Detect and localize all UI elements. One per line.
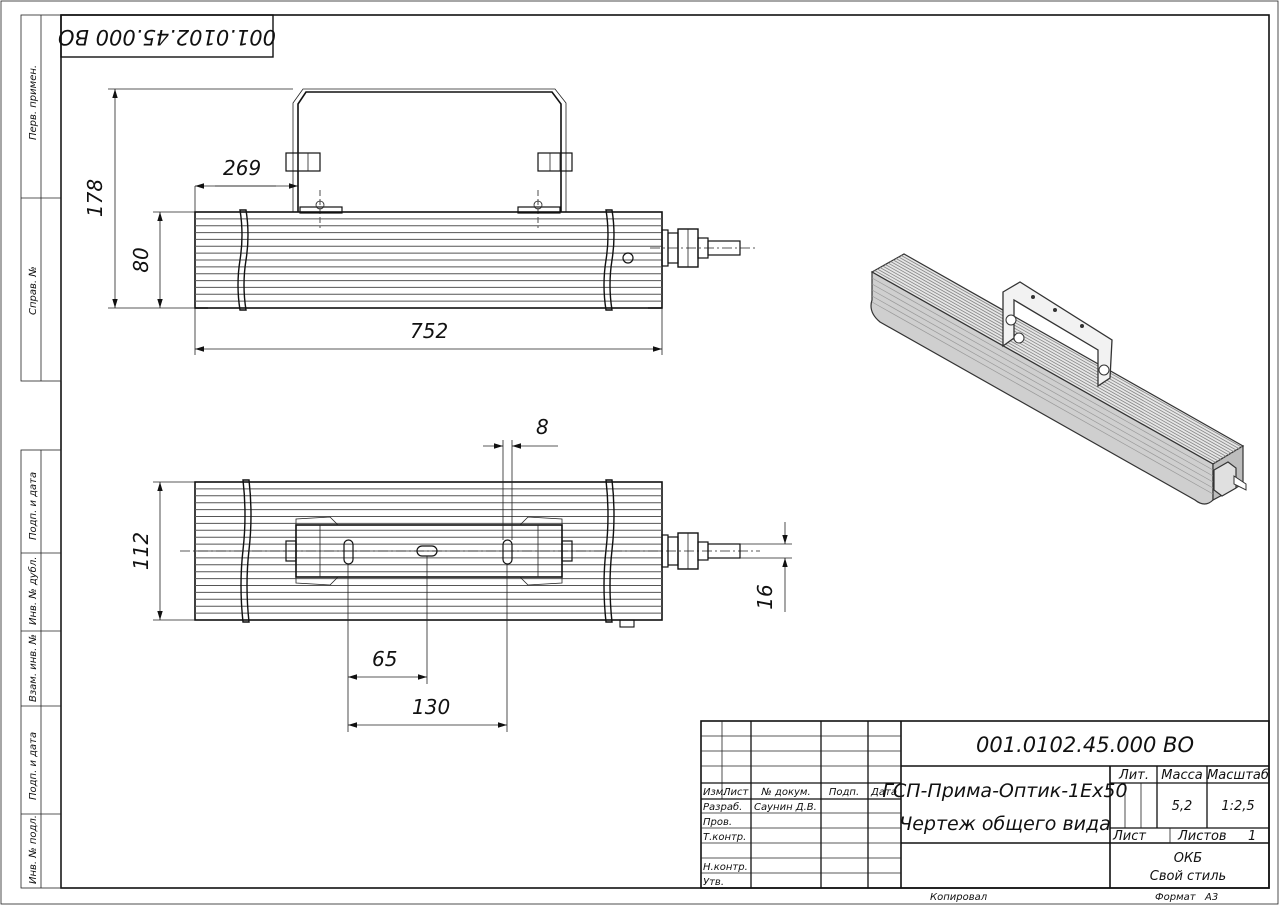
tb-scale: 1:2,5 (1221, 799, 1254, 814)
inner-frame (60, 14, 1270, 889)
iso-rib-line (898, 256, 1240, 450)
tb-org-line1: ОКБ (1174, 851, 1202, 866)
format-value: А3 (1204, 892, 1218, 903)
tb-org-line2: Свой стиль (1150, 869, 1226, 884)
side-label-perv: Перв. примен. (28, 65, 39, 140)
cable-gland-plan (661, 532, 741, 570)
iso-rib-line (871, 295, 1214, 489)
cable-gland-top (650, 228, 755, 268)
iso-rib-line (877, 268, 1219, 462)
side-label-inv-dubl: Инв. № дубл. (27, 557, 39, 625)
iso-rib-line (871, 277, 1214, 471)
bottom-view: 8 112 16 65 130 (129, 415, 792, 732)
tb-sheet-label: Лист (1112, 829, 1146, 844)
side-label-vzam: Взам. инв. № (28, 634, 39, 702)
dim-8: 8 (536, 415, 549, 439)
bolt-left (285, 152, 321, 172)
body-ribs-bottom (195, 488, 662, 614)
tb-lit-label: Лит. (1118, 768, 1149, 783)
copied-label: Копировал (930, 892, 988, 903)
dim-130: 130 (412, 695, 450, 719)
doc-code-stamp: 001.0102.45.000 ВО (58, 14, 276, 58)
iso-rib-line (874, 270, 1216, 463)
dim-16: 16 (753, 584, 777, 609)
tb-scale-label: Масштаб (1207, 768, 1269, 783)
iso-rib-line (871, 289, 1214, 483)
tb-mass: 5,2 (1172, 799, 1193, 814)
left-side-strip: Перв. примен. Справ. № Подп. и дата Инв.… (20, 14, 62, 889)
slot-right (502, 539, 513, 565)
mounting-bracket (297, 91, 562, 212)
dim-269: 269 (223, 156, 261, 180)
iso-rib-line (893, 259, 1235, 453)
tb-product-name: ГСП-Прима-Оптик-1Ex50 (882, 780, 1127, 802)
iso-bracket (1002, 281, 1113, 388)
side-label-inv-podl: Инв. № подл. (28, 815, 39, 884)
iso-rib-line (879, 267, 1222, 460)
isometric-view (870, 253, 1247, 505)
side-label-podp1: Подп. и дата (28, 472, 39, 540)
format-label: Формат (1155, 892, 1197, 903)
side-label-podp2: Подп. и дата (28, 732, 39, 800)
tb-code: 001.0102.45.000 ВО (976, 733, 1194, 757)
iso-rib-line (882, 265, 1224, 459)
dim-112: 112 (129, 532, 153, 570)
tb-developer: Саунин Д.В. (754, 802, 817, 813)
tb-hdr-date: Дата (870, 787, 897, 798)
tb-hdr-sign: Подп. (829, 787, 859, 798)
iso-rib-line (871, 301, 1214, 495)
dim-178: 178 (83, 179, 107, 217)
dim-65: 65 (372, 647, 397, 671)
iso-rib-line (895, 258, 1238, 451)
tb-doc-name: Чертеж общего вида (899, 813, 1111, 835)
tb-role-prov: Пров. (703, 817, 732, 828)
tb-sheets: 1 (1248, 829, 1256, 844)
tb-role-nkontr: Н.контр. (703, 862, 748, 873)
tb-role-utv: Утв. (703, 877, 724, 888)
title-block: 001.0102.45.000 ВО ГСП-Прима-Оптик-1Ex50… (700, 720, 1270, 889)
tb-sheets-label: Листов (1177, 829, 1227, 844)
iso-rib-line (901, 255, 1243, 448)
iso-ribs (871, 255, 1243, 495)
tb-hdr-docno: № докум. (760, 787, 810, 798)
tb-hdr-list: Лист (722, 787, 750, 798)
tb-role-razrab: Разраб. (703, 801, 742, 813)
mounting-plate (285, 516, 573, 586)
dim-752: 752 (410, 319, 448, 343)
tb-hdr-izm: Изм. (703, 787, 727, 798)
iso-rib-line (887, 262, 1230, 456)
tb-mass-label: Масса (1161, 768, 1202, 783)
body-ribs-top (195, 218, 662, 302)
side-label-sprav: Справ. № (28, 266, 39, 315)
dim-80: 80 (129, 247, 153, 272)
top-view: 269 178 80 752 (83, 88, 755, 355)
iso-cable-gland (1213, 461, 1237, 497)
slot-left (343, 539, 354, 565)
tb-role-tkontr: Т.контр. (703, 832, 746, 843)
bolt-right (537, 152, 573, 172)
iso-rib-line (890, 261, 1232, 454)
svg-text:001.0102.45.000 ВО: 001.0102.45.000 ВО (58, 25, 276, 49)
iso-rib-line (871, 283, 1214, 477)
iso-rib-line (885, 264, 1227, 457)
